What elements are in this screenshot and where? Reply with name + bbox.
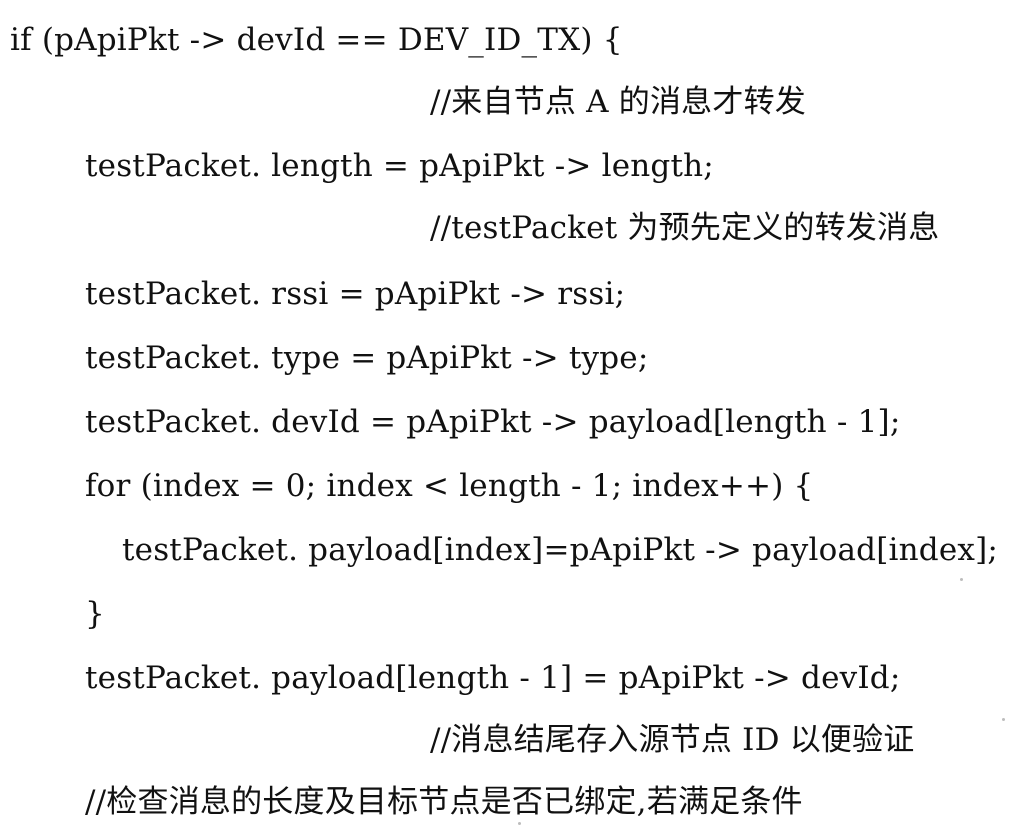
scan-speck (960, 578, 963, 581)
code-line-copy-payload: testPacket. payload[index]=pApiPkt -> pa… (122, 532, 999, 568)
code-comment-testpacket-definition: //testPacket 为预先定义的转发消息 (430, 210, 940, 246)
code-comment-forward-from-node-a: //来自节点 A 的消息才转发 (430, 84, 806, 120)
code-line-close-brace: } (85, 596, 105, 632)
code-line-assign-type: testPacket. type = pApiPkt -> type; (85, 340, 649, 376)
code-line-if-statement: if (pApiPkt -> devId == DEV_ID_TX) { (10, 22, 623, 58)
code-line-assign-devid: testPacket. devId = pApiPkt -> payload[l… (85, 404, 901, 440)
code-line-assign-payload-tail: testPacket. payload[length - 1] = pApiPk… (85, 660, 901, 696)
code-line-for-loop: for (index = 0; index < length - 1; inde… (85, 468, 814, 504)
scan-speck (1002, 718, 1005, 721)
code-comment-store-source-id: //消息结尾存入源节点 ID 以便验证 (430, 722, 915, 758)
code-comment-check-length-binding: //检查消息的长度及目标节点是否已绑定,若满足条件 (85, 784, 803, 820)
scan-speck (518, 822, 521, 825)
code-line-assign-length: testPacket. length = pApiPkt -> length; (85, 148, 714, 184)
code-line-assign-rssi: testPacket. rssi = pApiPkt -> rssi; (85, 276, 626, 312)
